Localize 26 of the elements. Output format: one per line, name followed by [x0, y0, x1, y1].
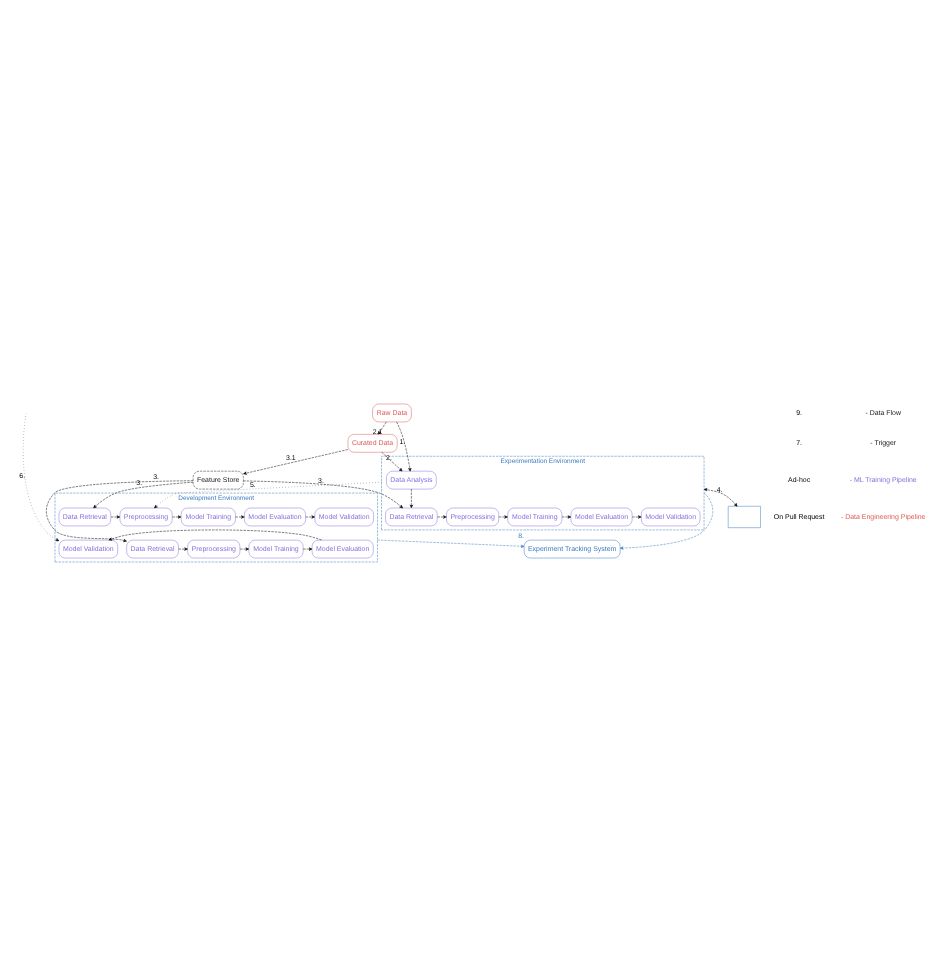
arrow	[302, 546, 313, 550]
arrow	[108, 528, 322, 540]
arrow	[23, 412, 57, 539]
arrow	[378, 420, 387, 434]
node-box	[727, 505, 761, 527]
arrow	[110, 514, 121, 518]
arrow	[561, 514, 572, 518]
arrow	[498, 514, 508, 518]
arrow	[703, 487, 738, 506]
arrow	[93, 480, 194, 508]
arrow	[172, 514, 182, 518]
arrow	[381, 451, 403, 471]
arrow	[620, 491, 714, 549]
arrow	[409, 487, 413, 508]
arrow	[631, 514, 642, 518]
arrow	[235, 514, 245, 518]
arrow	[305, 514, 315, 518]
arrow	[178, 546, 188, 550]
arrow	[396, 420, 412, 471]
arrow	[243, 479, 403, 508]
arrow	[154, 480, 382, 508]
arrow	[377, 538, 525, 547]
arrow	[239, 546, 249, 550]
arrow	[437, 514, 447, 518]
arrow	[46, 479, 194, 541]
arrow	[243, 448, 348, 474]
